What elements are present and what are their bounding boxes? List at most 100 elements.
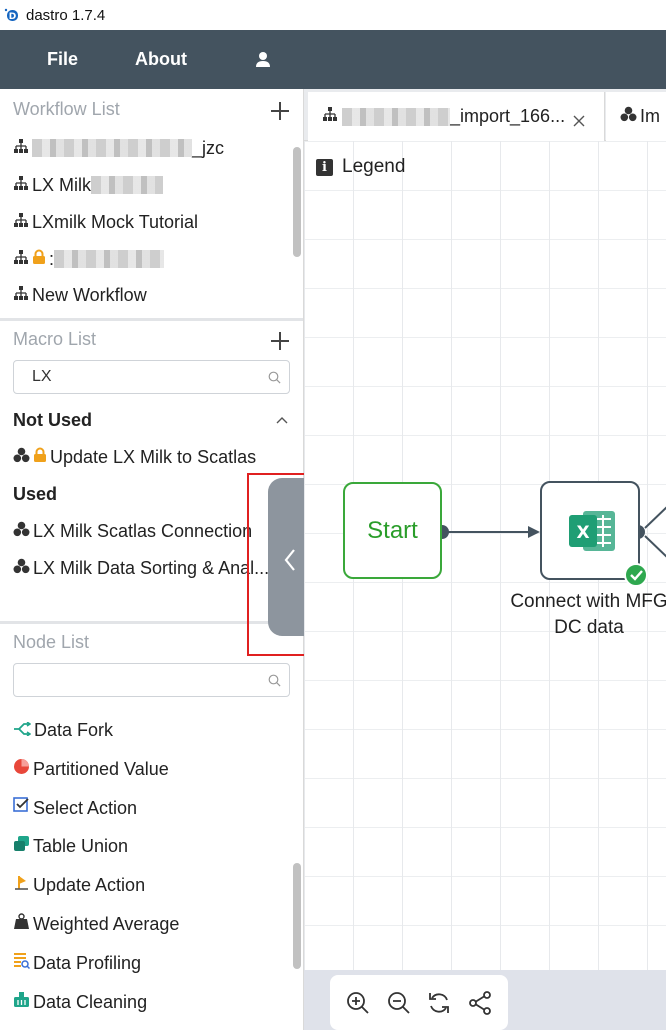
node-item-table-union[interactable]: Table Union	[13, 833, 128, 859]
workflow-item[interactable]: New Workflow	[13, 282, 147, 308]
node-item-partitioned-value[interactable]: Partitioned Value	[13, 756, 169, 782]
macro-icon	[13, 558, 30, 579]
excel-letter: X	[576, 523, 589, 543]
chevron-up-icon[interactable]	[276, 414, 288, 426]
workflow-icon	[13, 285, 29, 306]
zoom-in-icon[interactable]	[345, 990, 371, 1016]
tab-workflow-import[interactable]: _import_166...	[308, 92, 605, 141]
node-item-data-cleaning[interactable]: Data Cleaning	[13, 989, 147, 1015]
workflow-item[interactable]: LX Milk	[13, 172, 164, 198]
macro-item[interactable]: LX Milk Data Sorting & Anal...	[13, 555, 269, 581]
refresh-icon[interactable]	[426, 990, 452, 1016]
legend-label: Legend	[342, 156, 406, 177]
workflow-item-label: _jzc	[192, 137, 225, 158]
sidebar-collapse-button[interactable]	[268, 478, 304, 636]
redacted-text	[342, 107, 450, 126]
workflow-item[interactable]: :	[13, 246, 165, 272]
lock-icon	[32, 249, 46, 270]
search-icon	[268, 674, 281, 687]
data-profiling-icon	[13, 952, 31, 974]
node-item-select-action[interactable]: Select Action	[13, 795, 137, 821]
select-action-icon	[13, 797, 30, 819]
user-icon[interactable]	[253, 50, 273, 70]
weighted-average-icon	[13, 913, 30, 935]
share-icon[interactable]	[467, 990, 493, 1016]
node-item-label: Update Action	[33, 874, 146, 895]
workflow-icon	[13, 175, 29, 196]
node-list-scrollbar[interactable]	[293, 863, 301, 969]
start-node-label: Start	[367, 516, 418, 544]
node-item-weighted-average[interactable]: Weighted Average	[13, 911, 179, 937]
node-item-label: Data Profiling	[33, 952, 142, 973]
macro-item-label: LX Milk Scatlas Connection	[33, 520, 253, 541]
used-group-title[interactable]: Used	[13, 484, 58, 504]
update-action-icon	[13, 874, 30, 896]
workflow-item[interactable]: LXmilk Mock Tutorial	[13, 209, 198, 235]
excel-input-node[interactable]: X	[540, 481, 640, 580]
workflow-icon	[13, 138, 29, 159]
success-check-icon	[624, 563, 648, 587]
workflow-item[interactable]: _jzc	[13, 135, 224, 161]
title-bar: D dastro 1.7.4	[0, 0, 666, 30]
macro-item-label: LX Milk Data Sorting & Anal...	[33, 557, 270, 578]
data-fork-icon	[13, 720, 32, 741]
data-cleaning-icon	[13, 991, 30, 1013]
workflow-item-label: New Workflow	[32, 284, 147, 305]
not-used-group-title[interactable]: Not Used	[13, 410, 93, 430]
node-item-label: Weighted Average	[33, 913, 180, 934]
chevron-left-icon[interactable]	[283, 548, 297, 572]
menu-file[interactable]: File	[47, 49, 79, 69]
node-search-input[interactable]	[32, 671, 262, 689]
info-icon: i	[316, 158, 333, 176]
node-item-data-profiling[interactable]: Data Profiling	[13, 950, 141, 976]
app-logo-icon: D	[4, 7, 20, 23]
tab-label: _import_166...	[450, 106, 566, 126]
lock-icon	[33, 447, 47, 468]
svg-text:D: D	[9, 12, 16, 22]
redacted-text	[54, 250, 165, 268]
redacted-text	[91, 176, 164, 194]
tab-macro[interactable]: Im	[606, 92, 666, 141]
workflow-list-header: Workflow List	[13, 99, 120, 119]
macro-item[interactable]: LX Milk Scatlas Connection	[13, 518, 252, 544]
workflow-item-label: LX Milk	[32, 174, 92, 195]
macro-icon	[13, 447, 30, 468]
node-item-label: Partitioned Value	[33, 758, 169, 779]
excel-node-label: Connect with MFG DC data	[484, 589, 666, 641]
window-title: dastro 1.7.4	[26, 6, 106, 24]
workflow-icon	[13, 212, 29, 233]
zoom-out-icon[interactable]	[386, 990, 412, 1016]
workflow-item-label: LXmilk Mock Tutorial	[32, 211, 199, 232]
macro-list-header: Macro List	[13, 329, 97, 349]
menu-about[interactable]: About	[135, 49, 187, 69]
node-search-box[interactable]	[13, 663, 290, 697]
macro-item-label: Update LX Milk to Scatlas	[50, 446, 257, 467]
macro-icon	[13, 521, 30, 542]
macro-icon	[620, 106, 637, 127]
node-item-label: Data Cleaning	[33, 991, 148, 1012]
node-list-header: Node List	[13, 632, 90, 652]
workflow-scrollbar[interactable]	[293, 147, 301, 257]
search-icon	[268, 371, 281, 384]
section-divider	[0, 318, 303, 321]
add-workflow-icon[interactable]	[271, 102, 289, 120]
redacted-text	[32, 139, 192, 157]
macro-search-input[interactable]	[32, 368, 262, 386]
node-item-label: Select Action	[33, 797, 138, 818]
macro-item[interactable]: Update LX Milk to Scatlas	[13, 444, 256, 470]
macro-search-box[interactable]	[13, 360, 290, 394]
table-union-icon	[13, 835, 30, 857]
close-icon[interactable]	[573, 111, 585, 126]
workflow-icon	[322, 106, 338, 127]
legend-toggle[interactable]: i Legend	[316, 156, 405, 178]
workflow-icon	[13, 249, 29, 270]
start-node[interactable]: Start	[343, 482, 442, 579]
add-macro-icon[interactable]	[271, 332, 289, 350]
node-item-label: Data Fork	[34, 719, 114, 740]
node-item-label: Table Union	[33, 835, 129, 856]
partitioned-value-icon	[13, 758, 30, 780]
node-item-update-action[interactable]: Update Action	[13, 872, 145, 898]
tab-label: Im	[640, 106, 660, 126]
excel-icon: X	[567, 507, 617, 560]
node-item-data-fork[interactable]: Data Fork	[13, 717, 113, 743]
